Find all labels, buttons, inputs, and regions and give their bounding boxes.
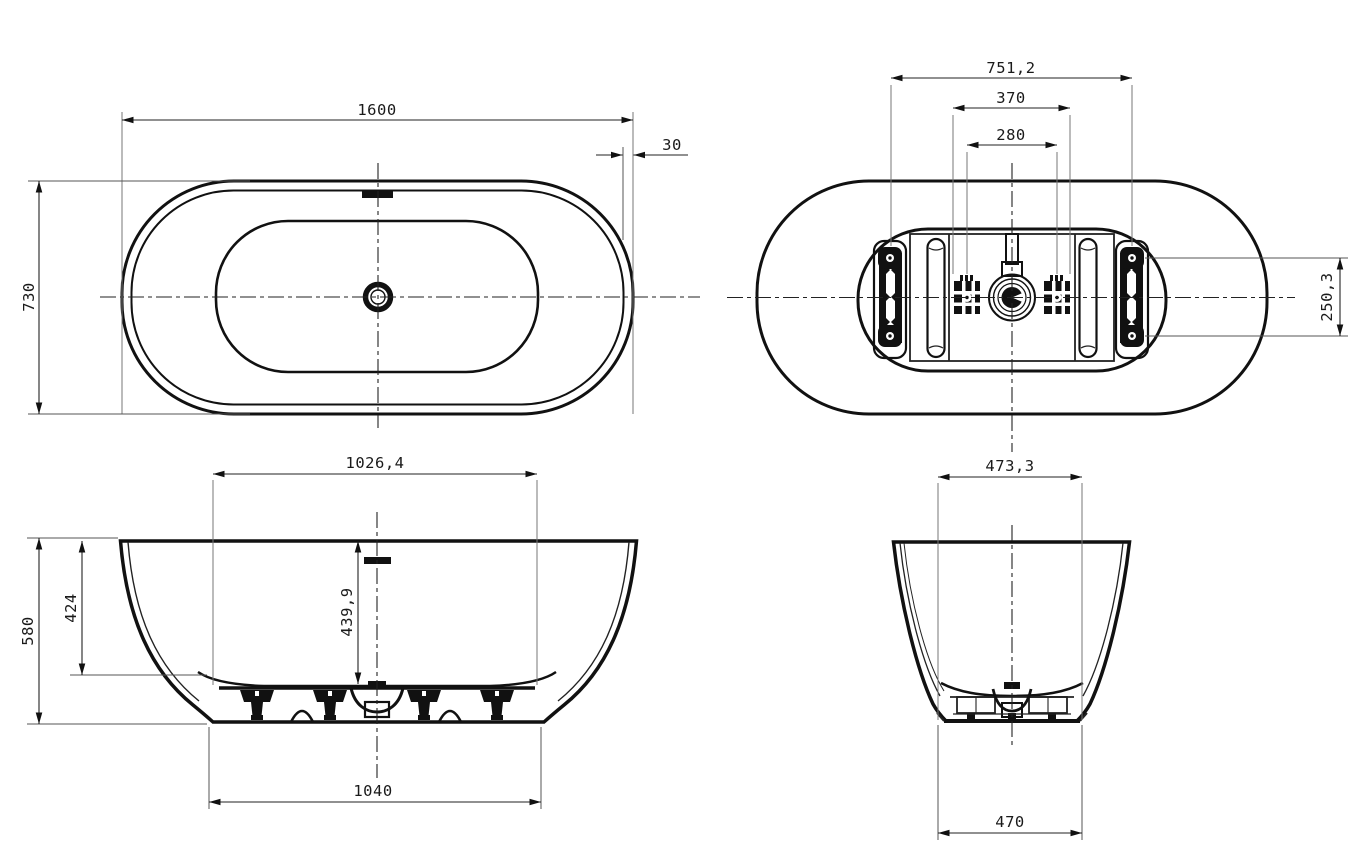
dim-label-439-9: 439,9 <box>338 587 356 636</box>
inner-wall-left <box>127 541 200 702</box>
dim-label-1040: 1040 <box>353 782 392 800</box>
dim-side-depth: 424 <box>62 541 207 676</box>
skirt-arch-right <box>437 709 463 723</box>
view-end-elevation: 473,3 470 <box>891 457 1132 840</box>
dim-overall-width: 730 <box>20 180 250 415</box>
dim-label-730: 730 <box>20 282 38 312</box>
dim-overall-length: 1600 <box>121 101 634 414</box>
dim-bracket-span: 370 <box>952 89 1071 274</box>
support-feet <box>240 690 514 720</box>
support-foot <box>240 690 274 720</box>
view-top-plan: 1600 30 730 <box>20 101 700 428</box>
view-front-elevation: 1026,4 424 439,9 580 1040 <box>19 454 639 809</box>
dim-rail-span: 751,2 <box>890 59 1133 246</box>
dim-label-473-3: 473,3 <box>985 457 1034 475</box>
dim-basin-width: 473,3 <box>937 457 1083 720</box>
dim-bolt-span: 280 <box>966 126 1058 274</box>
dim-label-424: 424 <box>62 593 80 623</box>
inner-wall-right <box>1082 542 1124 697</box>
dim-overall-height: 580 <box>19 537 207 725</box>
dim-label-1600: 1600 <box>357 101 396 119</box>
dim-label-250-3: 250,3 <box>1318 272 1336 321</box>
dim-label-1026-4: 1026,4 <box>346 454 405 472</box>
dim-label-280: 280 <box>996 126 1026 144</box>
mounting-bracket-right <box>1044 275 1070 314</box>
foot-assembly-right <box>1114 239 1150 360</box>
dim-label-751-2: 751,2 <box>986 59 1035 77</box>
basin-outline <box>214 219 540 374</box>
mounting-bracket-left <box>954 275 980 314</box>
dim-base-width: 470 <box>937 725 1083 840</box>
dim-label-580: 580 <box>19 616 37 646</box>
dim-label-30: 30 <box>662 136 682 154</box>
dim-base-length: 1040 <box>208 727 542 809</box>
dim-label-370: 370 <box>996 89 1026 107</box>
support-foot <box>407 690 441 720</box>
inner-wall-left <box>899 542 941 697</box>
dim-rim-width: 30 <box>596 136 688 240</box>
inner-wall-right <box>557 541 630 702</box>
skirt-arch-left <box>289 709 315 723</box>
tub-profile <box>118 539 639 724</box>
drain-trap <box>991 688 1033 713</box>
dim-foot-spacing: 250,3 <box>1145 257 1348 337</box>
dim-basin-length: 1026,4 <box>212 454 538 685</box>
foot-assembly-left <box>872 239 908 360</box>
support-foot <box>313 690 347 720</box>
dim-label-470: 470 <box>995 813 1025 831</box>
support-foot <box>480 690 514 720</box>
dim-center-depth: 439,9 <box>338 541 362 684</box>
view-bottom-plan: 751,2 370 280 250,3 <box>727 59 1348 452</box>
